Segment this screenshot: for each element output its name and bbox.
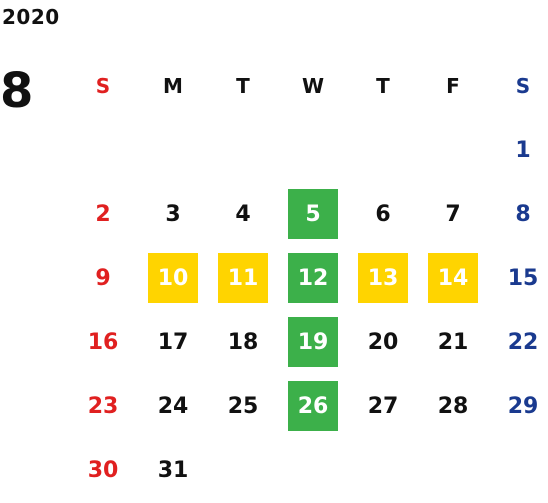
weekday-header-3: W (301, 74, 325, 98)
empty-cell (288, 125, 338, 175)
empty-cell (148, 125, 198, 175)
day-cell-25[interactable]: 25 (227, 393, 259, 419)
empty-cell (428, 125, 478, 175)
year-label: 2020 (2, 5, 60, 29)
day-cell-4[interactable]: 4 (235, 201, 251, 227)
day-cell-21[interactable]: 21 (437, 329, 469, 355)
weekday-header-2: T (236, 74, 250, 98)
day-cell-17[interactable]: 17 (157, 329, 189, 355)
day-cell-14[interactable]: 14 (428, 253, 478, 303)
day-cell-9[interactable]: 9 (95, 265, 111, 291)
day-cell-16[interactable]: 16 (87, 329, 119, 355)
day-cell-22[interactable]: 22 (507, 329, 539, 355)
day-cell-5[interactable]: 5 (288, 189, 338, 239)
day-cell-15[interactable]: 15 (507, 265, 539, 291)
day-cell-29[interactable]: 29 (507, 393, 539, 419)
day-cell-18[interactable]: 18 (227, 329, 259, 355)
day-cell-19[interactable]: 19 (288, 317, 338, 367)
weekday-header-5: F (446, 74, 460, 98)
day-cell-27[interactable]: 27 (367, 393, 399, 419)
day-cell-20[interactable]: 20 (367, 329, 399, 355)
day-cell-24[interactable]: 24 (157, 393, 189, 419)
weekday-header-4: T (376, 74, 390, 98)
day-cell-2[interactable]: 2 (95, 201, 111, 227)
day-cell-1[interactable]: 1 (515, 137, 531, 163)
day-cell-12[interactable]: 12 (288, 253, 338, 303)
day-cell-26[interactable]: 26 (288, 381, 338, 431)
empty-cell (358, 125, 408, 175)
day-cell-11[interactable]: 11 (218, 253, 268, 303)
month-number: 8 (0, 63, 34, 119)
day-cell-6[interactable]: 6 (375, 201, 391, 227)
day-cell-8[interactable]: 8 (515, 201, 531, 227)
day-cell-23[interactable]: 23 (87, 393, 119, 419)
day-cell-3[interactable]: 3 (165, 201, 181, 227)
day-cell-10[interactable]: 10 (148, 253, 198, 303)
empty-cell (218, 125, 268, 175)
weekday-header-1: M (163, 74, 183, 98)
weekday-header-6: S (515, 74, 531, 98)
day-cell-30[interactable]: 30 (87, 457, 119, 483)
empty-cell (78, 125, 128, 175)
day-cell-31[interactable]: 31 (157, 457, 189, 483)
day-cell-13[interactable]: 13 (358, 253, 408, 303)
day-cell-28[interactable]: 28 (437, 393, 469, 419)
weekday-header-0: S (95, 74, 111, 98)
day-cell-7[interactable]: 7 (445, 201, 461, 227)
